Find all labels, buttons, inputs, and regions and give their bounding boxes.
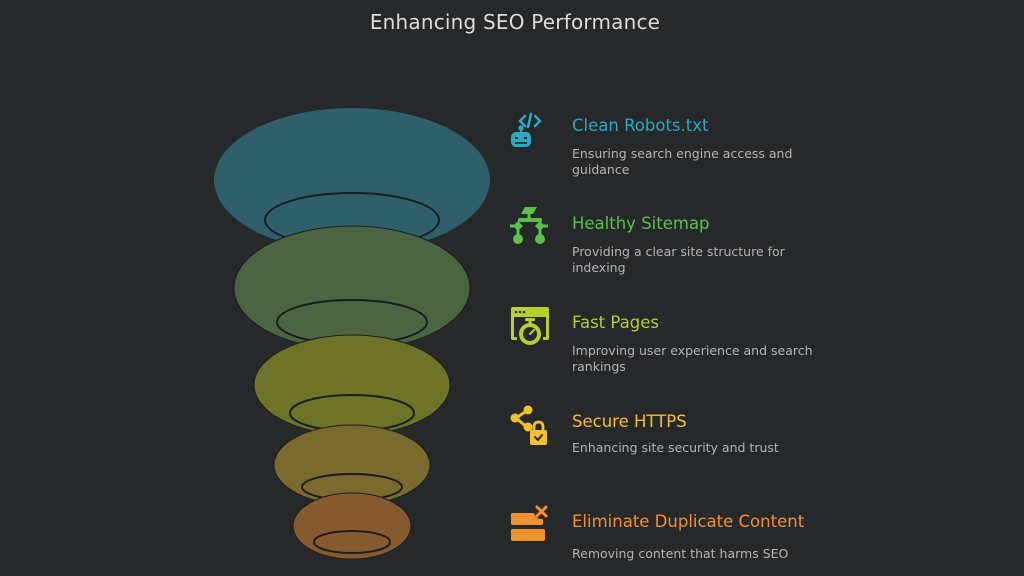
funnel-layer-3 <box>253 334 451 436</box>
item-description: Providing a clear site structure for ind… <box>572 244 785 275</box>
funnel-layer-5 <box>292 492 412 560</box>
funnel-layer-2 <box>233 225 471 351</box>
item-label: Secure HTTPS <box>572 412 687 431</box>
item-label: Clean Robots.txt <box>572 116 709 135</box>
item-description: Improving user experience and search ran… <box>572 343 813 374</box>
item-description: Ensuring search engine access and guidan… <box>572 146 793 177</box>
item-description: Removing content that harms SEO <box>572 546 789 561</box>
item-label: Fast Pages <box>572 313 659 332</box>
page-title: Enhancing SEO Performance <box>369 10 661 34</box>
duplicate-remove-icon <box>511 505 548 541</box>
item-label: Eliminate Duplicate Content <box>572 512 805 531</box>
browser-stopwatch-icon <box>511 307 549 345</box>
sitemap-icon <box>510 207 548 244</box>
item-label: Healthy Sitemap <box>572 214 710 233</box>
share-lock-icon <box>510 405 547 445</box>
item-description: Enhancing site security and trust <box>572 440 779 455</box>
robot-code-icon <box>511 112 542 147</box>
